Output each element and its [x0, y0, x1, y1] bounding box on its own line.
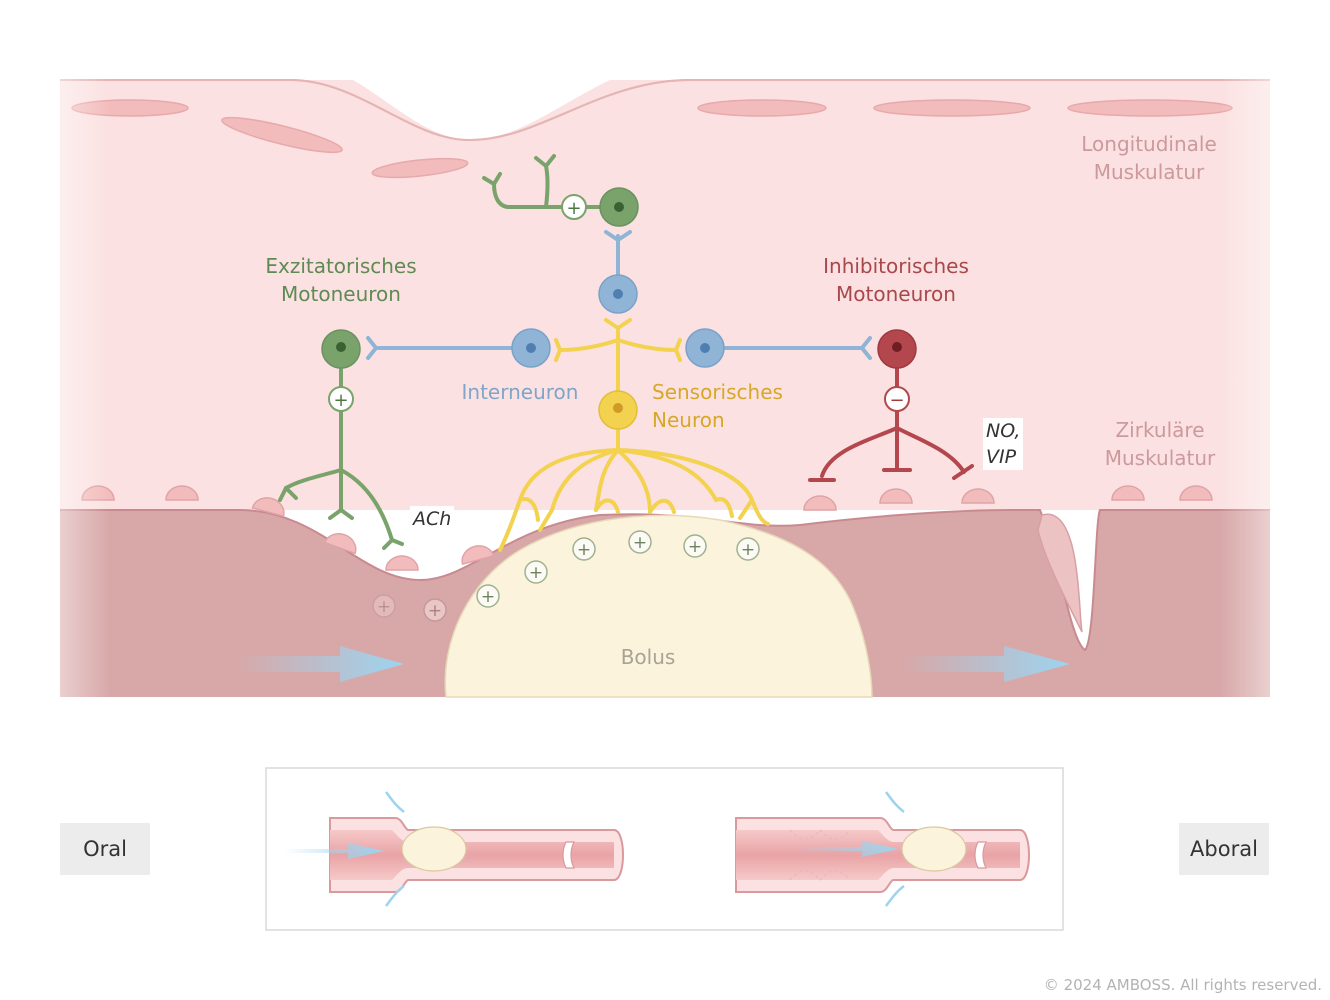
svg-text:+: +	[377, 597, 391, 617]
svg-text:+: +	[566, 198, 581, 219]
bolus	[444, 514, 873, 698]
svg-text:+: +	[577, 540, 591, 560]
sensory-neuron	[498, 318, 770, 552]
sensory-neuron-nucleus	[613, 403, 623, 413]
flow-arrow-left	[236, 646, 404, 682]
bolus-plus-charges: + + + + + + + +	[372, 530, 760, 622]
svg-text:+: +	[529, 563, 543, 583]
overview-tube-right	[735, 791, 1030, 907]
direction-oral: Oral	[60, 823, 150, 875]
copyright-notice: © 2024 AMBOSS. All rights reserved.	[1043, 976, 1322, 994]
excitatory-neuron-top	[482, 154, 602, 209]
svg-text:+: +	[633, 533, 647, 553]
plus-sign-excitatory: +	[328, 386, 354, 412]
svg-text:+: +	[481, 587, 495, 607]
svg-text:+: +	[688, 537, 702, 557]
label-interneuron: Interneuron	[461, 380, 579, 404]
direction-aboral: Aboral	[1179, 823, 1269, 875]
label-ach: ACh	[410, 506, 455, 532]
interneuron-left	[366, 328, 551, 368]
interneuron-right	[685, 328, 872, 368]
plus-sign-top-neuron: +	[561, 194, 587, 220]
svg-text:+: +	[333, 390, 348, 411]
minus-sign-inhibitory: −	[884, 386, 910, 412]
svg-text:+: +	[428, 601, 442, 621]
interneuron-top	[598, 230, 638, 314]
svg-text:−: −	[889, 390, 904, 411]
circular-muscle-fold	[1037, 513, 1083, 633]
bolus-label: Bolus	[621, 645, 676, 669]
inhibitory-motoneuron	[808, 366, 974, 482]
overview-tube-left	[284, 791, 624, 907]
svg-text:+: +	[741, 540, 755, 560]
flow-arrow-right	[902, 646, 1070, 682]
label-no-vip: NO,VIP	[983, 418, 1024, 470]
longitudinal-muscle-layer	[60, 80, 1270, 510]
